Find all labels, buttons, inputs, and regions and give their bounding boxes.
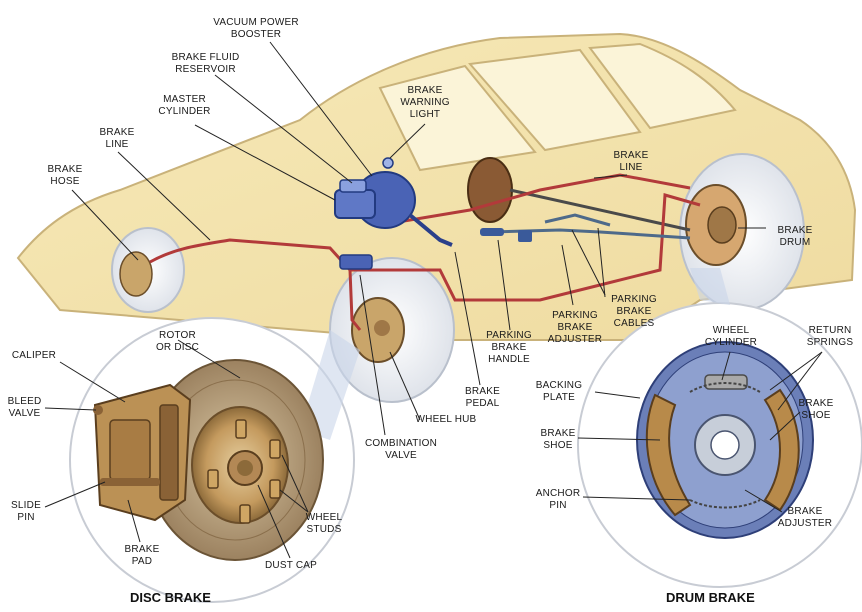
label-caliper: CALIPER bbox=[11, 350, 57, 361]
caption-disc-brake: DISC BRAKE bbox=[130, 590, 211, 605]
label-brake-fluid-reservoir: BRAKE FLUID RESERVOIR bbox=[171, 52, 240, 75]
label-vacuum-power-booster: VACUUM POWER BOOSTER bbox=[213, 17, 299, 40]
label-slide-pin: SLIDE PIN bbox=[11, 500, 41, 523]
label-brake-warning-light: BRAKE WARNING LIGHT bbox=[400, 85, 450, 120]
brake-shoe-left-part bbox=[645, 393, 692, 517]
label-brake-line-right: BRAKE LINE bbox=[613, 150, 649, 173]
label-anchor-pin: ANCHOR PIN bbox=[535, 488, 581, 511]
label-parking-brake-adjuster: PARKING BRAKE ADJUSTER bbox=[547, 310, 603, 345]
rear-axle-drum bbox=[467, 157, 513, 223]
label-combination-valve: COMBINATION VALVE bbox=[364, 438, 437, 461]
label-wheel-cylinder: WHEEL CYLINDER bbox=[704, 325, 758, 348]
wheel-studs-group bbox=[207, 419, 281, 524]
brake-line-main bbox=[149, 193, 701, 302]
label-bleed-valve: BLEED VALVE bbox=[7, 396, 42, 419]
label-brake-pedal: BRAKE PEDAL bbox=[465, 386, 500, 409]
wheel-cylinder-part bbox=[704, 374, 748, 390]
combination-valve-part bbox=[339, 254, 373, 270]
label-brake-drum: BRAKE DRUM bbox=[777, 225, 813, 248]
label-wheel-hub: WHEEL HUB bbox=[415, 414, 477, 425]
car-window-rear bbox=[588, 42, 737, 130]
label-brake-line-left: BRAKE LINE bbox=[99, 127, 135, 150]
label-wheel-studs: WHEEL STUDS bbox=[305, 512, 343, 535]
label-brake-pad: BRAKE PAD bbox=[124, 544, 160, 567]
warning-light-bulb bbox=[382, 157, 394, 169]
label-dust-cap: DUST CAP bbox=[265, 560, 317, 571]
label-backing-plate: BACKING PLATE bbox=[535, 380, 583, 403]
car-window-quarter bbox=[378, 64, 537, 172]
parking-brake-handle-part bbox=[480, 228, 504, 236]
label-parking-brake-handle: PARKING BRAKE HANDLE bbox=[486, 330, 532, 365]
label-brake-hose: BRAKE HOSE bbox=[47, 164, 83, 187]
brake-line-upper bbox=[379, 173, 691, 227]
label-master-cylinder: MASTER CYLINDER bbox=[158, 94, 211, 117]
car-window-front bbox=[468, 48, 642, 152]
master-cylinder-body bbox=[334, 189, 376, 219]
brake-pedal-arm bbox=[408, 213, 453, 247]
label-rotor-or-disc: ROTOR OR DISC bbox=[155, 330, 200, 353]
label-brake-shoe-left: BRAKE SHOE bbox=[540, 428, 576, 451]
caption-drum-brake: DRUM BRAKE bbox=[666, 590, 755, 605]
brake-shoe-right-part bbox=[763, 388, 800, 512]
label-brake-adjuster: BRAKE ADJUSTER bbox=[777, 506, 833, 529]
label-return-springs: RETURN SPRINGS bbox=[806, 325, 854, 348]
label-parking-brake-cables: PARKING BRAKE CABLES bbox=[611, 294, 657, 329]
leader-lines bbox=[44, 41, 823, 559]
fluid-reservoir bbox=[339, 179, 367, 193]
label-brake-shoe-right: BRAKE SHOE bbox=[798, 398, 834, 421]
